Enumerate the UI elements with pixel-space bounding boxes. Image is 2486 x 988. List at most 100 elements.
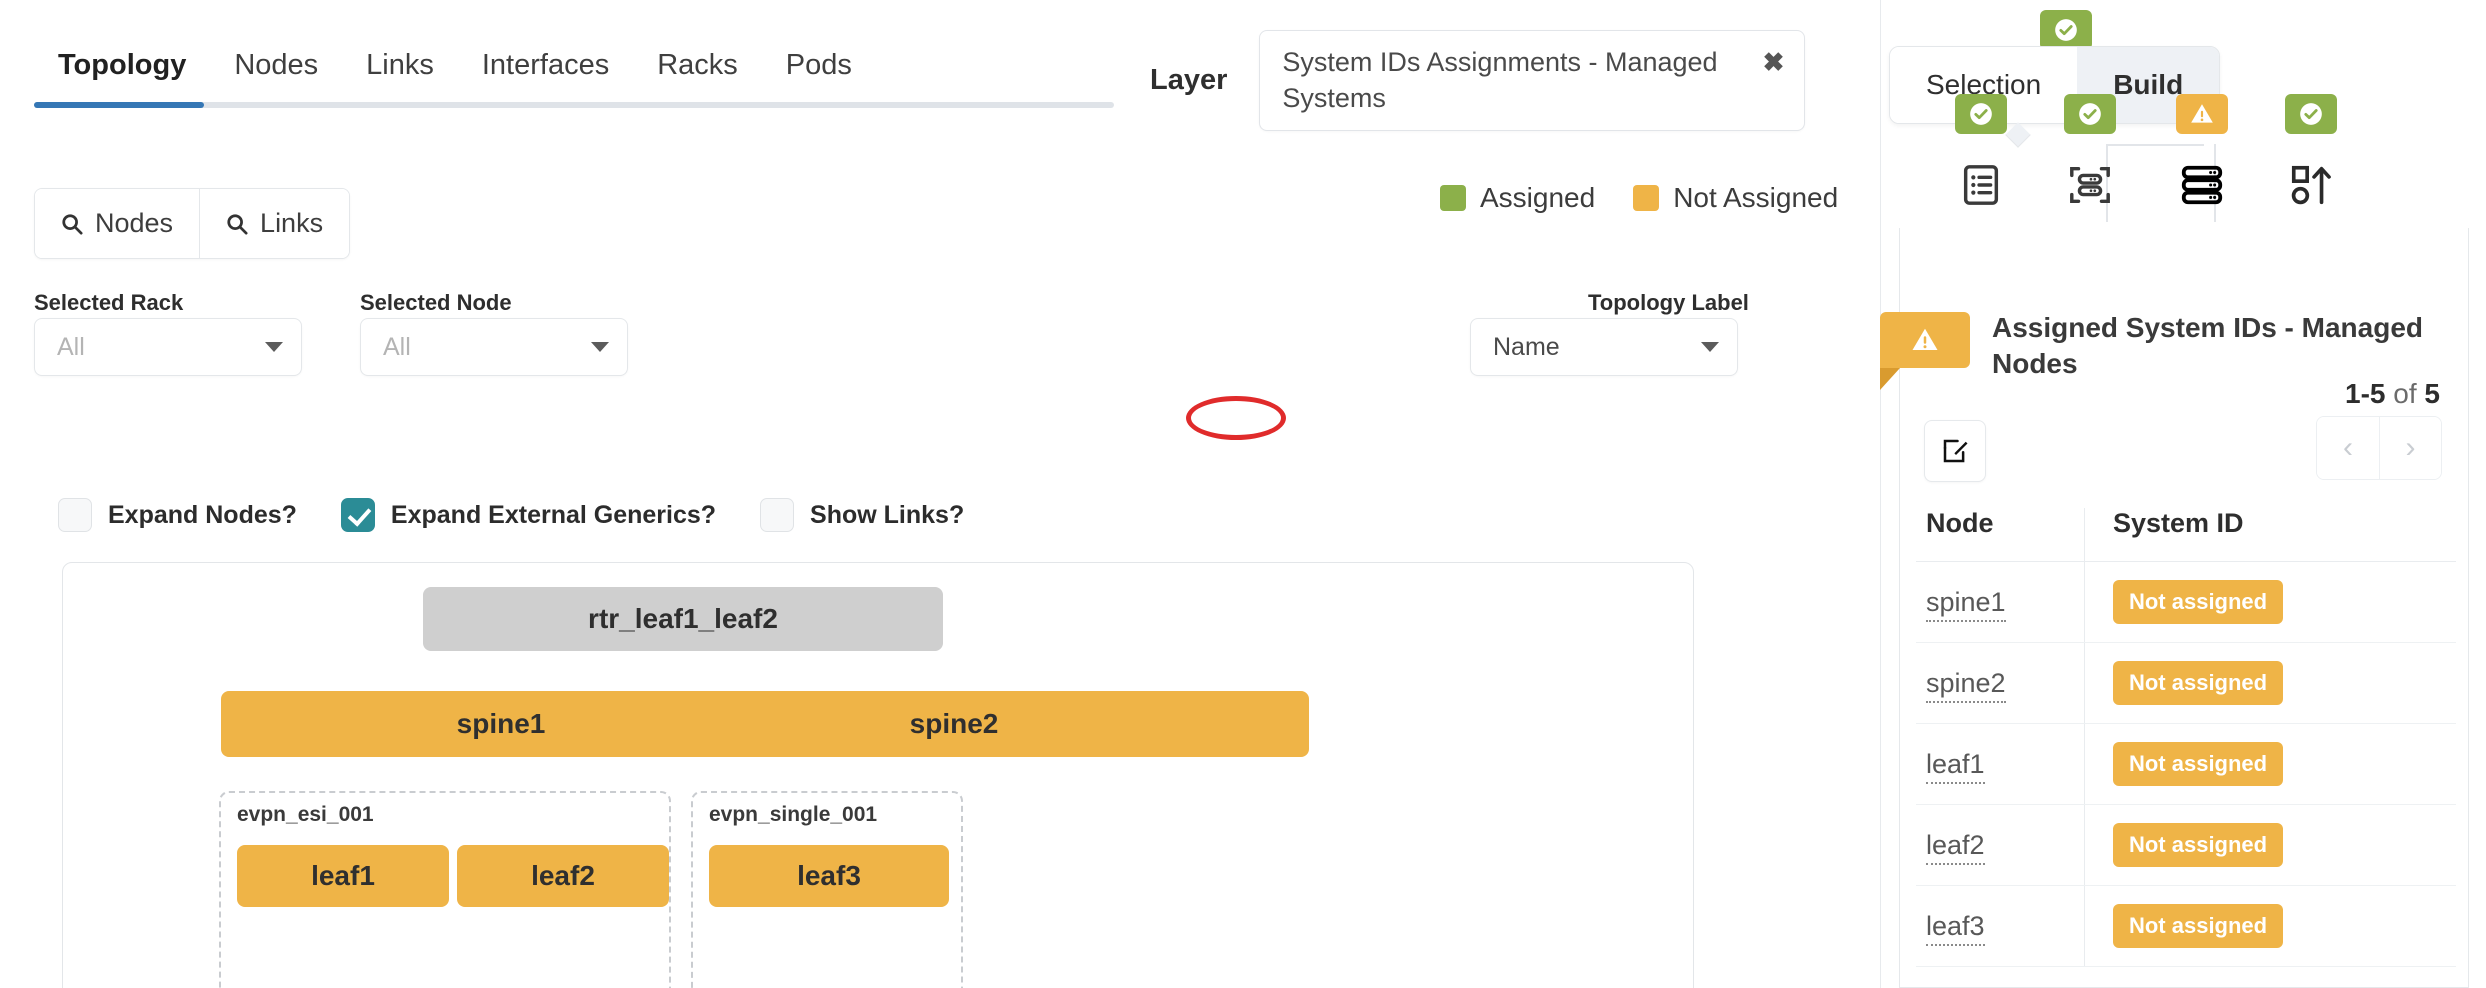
node-link-spine1[interactable]: spine1 [1926,586,2006,622]
check-circle-icon [2300,103,2322,125]
edit-button[interactable] [1924,420,1986,482]
search-links-label: Links [260,208,324,238]
topology-node-router[interactable]: rtr_leaf1_leaf2 [423,587,943,651]
topology-node-leaf2[interactable]: leaf2 [457,845,669,907]
node-link-leaf1[interactable]: leaf1 [1926,748,1985,784]
topology-node-spine2[interactable]: spine2 [599,691,1309,757]
status-badge[interactable]: Not assigned [2112,823,2284,867]
topology-canvas: rtr_leaf1_leaf2 spine1 spine2 evpn_esi_0… [62,562,1694,988]
selected-rack-select[interactable]: All [34,318,302,376]
node-link-spine2[interactable]: spine2 [1926,667,2006,703]
checkbox-box[interactable] [58,498,92,532]
table-row: spine2 Not assigned [1916,642,2456,724]
next-page-button[interactable]: › [2379,417,2441,479]
legend-item-assigned: Assigned [1440,182,1595,214]
search-icon [62,213,83,235]
checkbox-box[interactable] [340,498,375,532]
checkbox-show-links-label: Show Links? [810,500,965,529]
search-nodes-label: Nodes [95,208,174,238]
warning-triangle-icon [2191,104,2213,123]
topology-label-select[interactable]: Name [1470,318,1738,376]
build-stage-device-profiles[interactable] [2057,152,2123,218]
topology-options-row: Expand Nodes? Expand External Generics? … [58,498,964,532]
tab-racks[interactable]: Racks [657,49,738,81]
status-badge[interactable]: Not assigned [2112,661,2284,705]
stage-badge-system-ids-warn [2176,94,2228,134]
tab-nodes[interactable]: Nodes [234,49,319,81]
stage-badge-checklist-ok [1955,94,2007,134]
legend-swatch-not-assigned [1633,185,1660,211]
checkbox-expand-external-generics[interactable]: Expand External Generics? [340,498,716,532]
stage-status-flag-warn [1880,312,1970,368]
stage-status-flag-tail [1880,368,1900,390]
table-row: leaf3 Not assigned [1916,885,2456,967]
search-button-group: Nodes Links [34,188,351,259]
chevron-down-icon [591,342,609,352]
stage-connector [2214,144,2216,222]
tab-underline-track [34,102,1114,108]
topology-node-leaf1[interactable]: leaf1 [237,845,449,907]
checkbox-expand-nodes[interactable]: Expand Nodes? [58,498,297,532]
search-nodes-button[interactable]: Nodes [35,189,200,258]
edit-pencil-icon [1943,439,1968,463]
selected-node-select[interactable]: All [360,318,628,376]
previous-page-button[interactable]: ‹ [2317,417,2379,479]
table-header-row: Node System ID [1916,508,2456,562]
selected-rack-label: Selected Rack [34,290,184,315]
layer-select[interactable]: System IDs Assignments - Managed Systems… [1259,30,1806,132]
pagination-of: of [2385,378,2425,409]
tab-links[interactable]: Links [366,49,434,81]
layer-selector-row: Layer System IDs Assignments - Managed S… [1150,30,1806,132]
right-side-panel: Selection Build [1880,0,2486,988]
stage-connector [2106,144,2108,222]
selected-rack-value: All [57,332,85,361]
table-row: spine1 Not assigned [1916,561,2456,643]
topology-label-value: Name [1493,332,1560,361]
search-links-button[interactable]: Links [199,189,350,258]
topology-node-leaf3[interactable]: leaf3 [709,845,949,907]
search-icon [227,213,248,235]
table-row: leaf2 Not assigned [1916,804,2456,886]
layer-label: Layer [1150,64,1228,97]
stage-badge-deploy-ok [2285,94,2337,134]
pagination-total: 5 [2424,378,2440,409]
topology-group-evpn-single-001: evpn_single_001 leaf3 [691,791,963,988]
node-link-leaf2[interactable]: leaf2 [1926,829,1985,865]
tab-pods[interactable]: Pods [785,49,852,81]
tab-underline-active [34,102,204,108]
pagination-range: 1-5 [2345,378,2386,409]
chevron-down-icon [265,342,283,352]
check-circle-icon [2055,19,2077,41]
stage-title: Assigned System IDs - Managed Nodes [1992,312,2424,379]
status-badge[interactable]: Not assigned [2112,742,2284,786]
legend-swatch-assigned [1440,185,1466,211]
status-legend: Assigned Not Assigned [1440,182,1838,214]
topology-group-title: evpn_single_001 [709,803,878,826]
build-stage-system-ids[interactable] [2169,152,2235,218]
chevron-down-icon [1701,342,1719,352]
legend-label-not-assigned: Not Assigned [1673,182,1839,213]
build-stage-deploy[interactable] [2278,152,2344,218]
check-circle-icon [2079,103,2101,125]
device-profile-icon [2070,166,2110,204]
table-row: leaf1 Not assigned [1916,723,2456,805]
node-link-leaf3[interactable]: leaf3 [1926,910,1985,946]
build-stage-detail-card: Assigned System IDs - Managed Nodes 1-5 … [1880,228,2469,988]
checkbox-box[interactable] [760,498,795,532]
main-content-area: Topology Nodes Links Interfaces Racks Po… [0,0,1880,988]
system-ids-table: Node System ID spine1 Not assigned spine… [1916,508,2456,967]
status-badge[interactable]: Not assigned [2112,580,2284,624]
warning-triangle-icon [1912,328,1938,350]
tab-interfaces[interactable]: Interfaces [481,49,610,81]
checklist-icon [1963,165,1999,205]
column-header-system-id: System ID [2083,508,2456,562]
check-circle-icon [1970,103,1992,125]
build-status-badge-ok [2040,10,2092,50]
primary-tab-bar: Topology Nodes Links Interfaces Racks Po… [34,40,1144,110]
status-badge[interactable]: Not assigned [2112,904,2284,948]
tab-list: Topology Nodes Links Interfaces Racks Po… [34,40,1144,92]
checkbox-show-links[interactable]: Show Links? [760,498,964,532]
build-stage-checklist[interactable] [1948,152,2014,218]
close-icon[interactable]: ✖ [1762,47,1785,77]
tab-topology[interactable]: Topology [58,49,187,81]
